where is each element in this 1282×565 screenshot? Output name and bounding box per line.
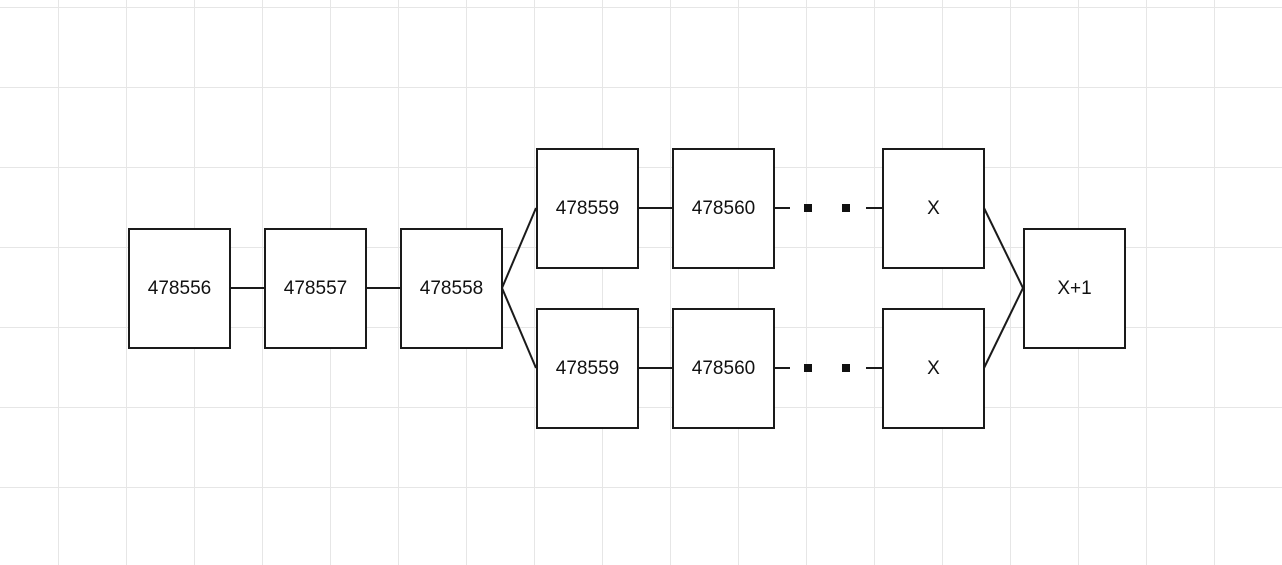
block-label: X <box>927 357 940 379</box>
block-top-x: X <box>882 148 985 269</box>
block-label: 478559 <box>555 357 620 379</box>
edge-join-bottom <box>983 287 1024 369</box>
block-label: 478556 <box>147 277 212 299</box>
block-bottom-478559: 478559 <box>536 308 639 429</box>
block-478557: 478557 <box>264 228 367 349</box>
block-label: X <box>927 197 940 219</box>
edge-fork-bottom <box>501 287 537 369</box>
block-478556: 478556 <box>128 228 231 349</box>
edge-fork-top <box>501 207 537 289</box>
block-label: 478560 <box>691 357 756 379</box>
block-478558: 478558 <box>400 228 503 349</box>
block-label: 478560 <box>691 197 756 219</box>
ellipsis-dot-bottom-1 <box>804 364 812 372</box>
block-x-plus-1: X+1 <box>1023 228 1126 349</box>
block-label: 478557 <box>283 277 348 299</box>
ellipsis-dot-top-1 <box>804 204 812 212</box>
edge-join-top <box>983 207 1024 289</box>
block-label: X+1 <box>1057 277 1092 299</box>
block-label: 478558 <box>419 277 484 299</box>
block-bottom-478560: 478560 <box>672 308 775 429</box>
block-top-478560: 478560 <box>672 148 775 269</box>
ellipsis-dot-top-2 <box>842 204 850 212</box>
ellipsis-dot-bottom-2 <box>842 364 850 372</box>
block-bottom-x: X <box>882 308 985 429</box>
block-label: 478559 <box>555 197 620 219</box>
block-top-478559: 478559 <box>536 148 639 269</box>
